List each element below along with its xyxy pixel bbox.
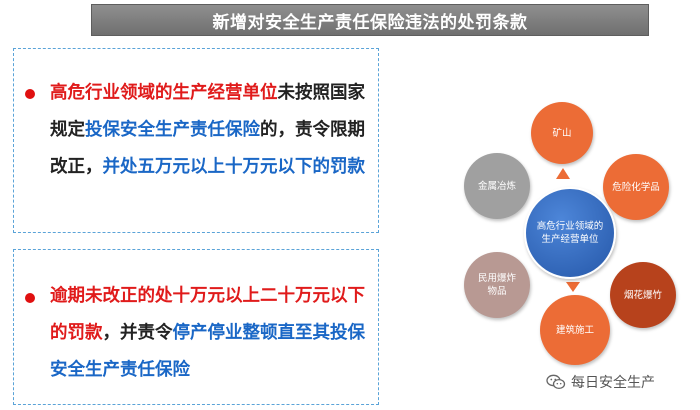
node-fire-label: 烟花爆竹	[623, 289, 662, 301]
node-expl-label: 民用爆炸物品	[477, 273, 516, 297]
node-center: 高危行业领域的生产经营单位	[524, 187, 616, 279]
penalty-clause-box-1: 高危行业领域的生产经营单位未按照国家规定投保安全生产责任保险的，责令限期改正，并…	[13, 48, 379, 233]
title-bar: 新增对安全生产责任保险违法的处罚条款	[91, 4, 649, 36]
bullet-dot-icon	[25, 89, 35, 99]
node-chem-label: 危险化学品	[612, 181, 660, 193]
clause-1-text-b: 的，责令限期改正，	[50, 120, 365, 177]
arrow-up-icon	[556, 168, 570, 179]
clause-1-fine: 并处五万元以上十万元以下的罚款	[102, 157, 366, 177]
node-metal-smelting: 金属冶炼	[464, 153, 530, 219]
clause-1-subject: 高危行业领域的生产经营单位	[50, 83, 278, 103]
clause-paragraph-1: 高危行业领域的生产经营单位未按照国家规定投保安全生产责任保险的，责令限期改正，并…	[50, 75, 372, 186]
node-construction: 建筑施工	[540, 295, 610, 365]
node-mine: 矿山	[531, 102, 593, 164]
watermark: 每日安全生产	[546, 372, 655, 392]
node-mine-label: 矿山	[552, 127, 572, 139]
clause-1-insurance: 投保安全生产责任保险	[85, 120, 260, 140]
clause-2-text: ，并责令	[102, 323, 173, 343]
watermark-label: 每日安全生产	[571, 375, 655, 391]
industry-diagram: 矿山 危险化学品 烟花爆竹 建筑施工 民用爆炸物品 金属冶炼 高危行业领域的生产…	[455, 92, 700, 392]
bullet-dot-icon	[25, 293, 35, 303]
wechat-icon	[546, 374, 566, 390]
clause-2-suspension: 停产停业整顿直至其投保安全生产责任保险	[50, 323, 365, 380]
node-build-label: 建筑施工	[555, 324, 594, 336]
clause-1-text-a: 未按照国家规定	[50, 83, 365, 140]
node-explosives: 民用爆炸物品	[464, 252, 530, 318]
arrow-down-icon	[566, 282, 580, 292]
penalty-clause-box-2: 逾期未改正的处十万元以上二十万元以下的罚款，并责令停产停业整顿直至其投保安全生产…	[13, 249, 379, 405]
node-metal-label: 金属冶炼	[477, 180, 516, 192]
node-center-label: 高危行业领域的生产经营单位	[536, 221, 604, 245]
clause-paragraph-2: 逾期未改正的处十万元以上二十万元以下的罚款，并责令停产停业整顿直至其投保安全生产…	[50, 278, 372, 389]
node-hazardous-chemicals: 危险化学品	[603, 154, 669, 220]
clause-2-fine: 逾期未改正的处十万元以上二十万元以下的罚款	[50, 286, 365, 343]
page-title: 新增对安全生产责任保险违法的处罚条款	[212, 12, 528, 33]
node-fireworks: 烟花爆竹	[610, 262, 676, 328]
